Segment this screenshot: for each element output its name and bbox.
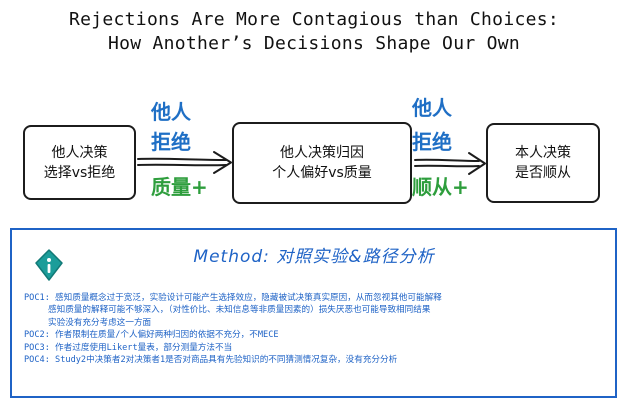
box-attribution-line-1: 他人决策归因 [280, 145, 364, 161]
poc-list: POC1: 感知质量概念过于宽泛，实验设计可能产生选择效应，隐藏被试决策真实原因… [24, 292, 614, 366]
arrow-1-label-reject: 拒绝 [151, 130, 191, 154]
poc-3-line-1: POC3: 作者过度使用Likert量表，部分测量方法不当 [24, 342, 233, 353]
box-own-decision-line-2: 是否顺从 [515, 165, 571, 181]
poc-4-line-1: POC4: Study2中决策者2对决策者1是否对商品具有先验知识的不同猜测情况… [24, 355, 398, 366]
arrow-2-label-reject: 拒绝 [412, 130, 452, 154]
arrow-1-label-others: 他人 [151, 100, 191, 124]
box-attribution: 他人决策归因 个人偏好vs质量 [232, 122, 412, 204]
method-panel [10, 228, 617, 398]
arrow-1 [137, 151, 232, 174]
poc-item-4: POC4: Study2中决策者2对决策者1是否对商品具有先验知识的不同猜测情况… [24, 354, 614, 366]
poc-1-line-3: 实验没有充分考虑这一方面 [48, 317, 152, 328]
box-others-decision: 他人决策 选择vs拒绝 [23, 125, 136, 200]
arrow-1-label-quality-plus: 质量+ [151, 175, 208, 199]
box-others-decision-line-1: 他人决策 [51, 144, 108, 161]
arrow-2-label-comply-plus: 顺从+ [412, 175, 469, 199]
box-own-decision-line-1: 本人决策 [515, 145, 571, 161]
box-attribution-line-2: 个人偏好vs质量 [272, 165, 372, 181]
poc-item-3: POC3: 作者过度使用Likert量表，部分测量方法不当 [24, 342, 614, 354]
arrow-2-label-others: 他人 [412, 96, 452, 120]
title-line-2: How Another’s Decisions Shape Our Own [107, 33, 521, 54]
arrow-2 [414, 152, 486, 175]
poc-item-1: POC1: 感知质量概念过于宽泛，实验设计可能产生选择效应，隐藏被试决策真实原因… [24, 292, 614, 329]
poc-item-2: POC2: 作者限制在质量/个人偏好两种归因的依据不充分，不MECE [24, 329, 614, 341]
box-own-decision: 本人决策 是否顺从 [486, 123, 600, 203]
box-others-decision-line-2: 选择vs拒绝 [43, 164, 116, 181]
method-heading: Method: 对照实验&路径分析 [193, 247, 435, 267]
poc-1-line-1: POC1: 感知质量概念过于宽泛，实验设计可能产生选择效应，隐藏被试决策真实原因… [24, 293, 442, 303]
poc-1-line-2: 感知质量的解释可能不够深入，（对性价比、未知信息等非质量因素的）损失厌恶也可能导… [48, 305, 431, 316]
title-line-1: Rejections Are More Contagious than Choi… [68, 9, 560, 30]
info-drop-icon [35, 249, 63, 281]
poc-2-line-1: POC2: 作者限制在质量/个人偏好两种归因的依据不充分，不MECE [24, 330, 279, 341]
diagram-title: Rejections Are More Contagious than Choi… [0, 8, 628, 56]
